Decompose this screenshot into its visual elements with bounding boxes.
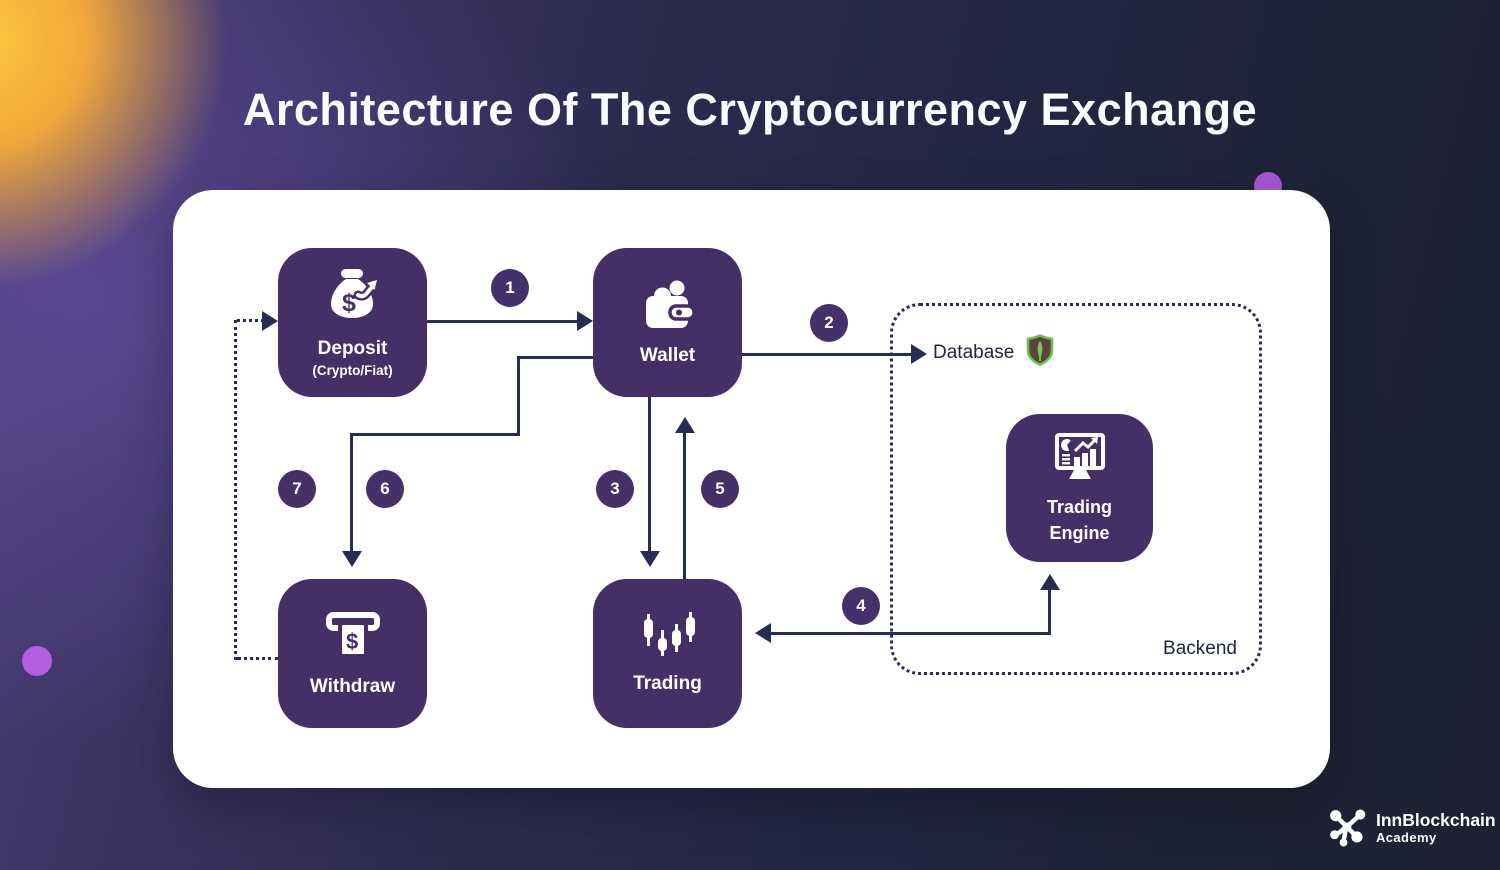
arrow-wallet-to-trading [648, 397, 651, 553]
step-circle-2: 2 [810, 304, 848, 342]
trading-engine-label: Trading Engine [1047, 494, 1112, 546]
wallet-label: Wallet [639, 345, 696, 366]
node-wallet: Wallet [593, 248, 742, 397]
withdraw-label: Withdraw [309, 676, 396, 697]
arrowhead-into-withdraw-top [342, 551, 362, 567]
trading-label: Trading [633, 673, 702, 694]
backend-label: Backend [1163, 638, 1237, 659]
arrow-wallet-to-database [742, 353, 913, 356]
arrowhead-into-trading-top [640, 551, 660, 567]
candlestick-chart-icon [643, 612, 695, 656]
database-label: Database [933, 342, 1015, 363]
arrow-engine-to-trading-seg2 [1048, 590, 1051, 635]
arrow-wallet-to-withdraw-seg4 [350, 433, 353, 553]
diagram-card: Backend 1 2 Database 3 5 6 7 [173, 190, 1330, 788]
arrowhead-into-trading-right [755, 623, 771, 643]
step-circle-5: 5 [701, 470, 739, 508]
dotted-withdraw-to-deposit-seg3 [237, 319, 264, 322]
arrow-wallet-to-withdraw-seg2 [517, 356, 520, 436]
step-circle-1: 1 [491, 269, 529, 307]
arrow-wallet-to-withdraw-seg3 [352, 433, 520, 436]
decorative-dot-left [22, 646, 52, 676]
brand-subname: Academy [1376, 830, 1437, 845]
arrow-trading-to-wallet [683, 433, 686, 579]
arrowhead-into-engine-bottom [1040, 574, 1060, 590]
backend-region: Backend [890, 303, 1262, 675]
arrow-wallet-to-withdraw-seg1 [519, 356, 595, 359]
svg-text:$: $ [346, 629, 358, 654]
node-withdraw: $ Withdraw [278, 579, 427, 728]
atm-withdraw-icon: $ [325, 612, 380, 658]
arrow-deposit-to-wallet [427, 320, 579, 323]
step-circle-7: 7 [278, 470, 316, 508]
wallet-icon [645, 280, 696, 328]
deposit-sublabel: (Crypto/Fiat) [312, 363, 393, 378]
node-trading-engine: Trading Engine [1006, 414, 1153, 562]
svg-text:$: $ [342, 289, 356, 317]
brand-logo: InnBlockchain Academy [1329, 809, 1496, 847]
step-circle-4: 4 [842, 587, 880, 625]
arrowhead-into-wallet [577, 311, 593, 331]
arrowhead-into-wallet-bottom [675, 417, 695, 433]
arrowhead-into-database [911, 344, 927, 364]
trading-engine-monitor-icon [1054, 433, 1105, 479]
step-circle-6: 6 [366, 470, 404, 508]
brand-name: InnBlockchain [1376, 810, 1496, 830]
arrowhead-into-deposit-left [262, 311, 278, 331]
page-title: Architecture Of The Cryptocurrency Excha… [242, 84, 1258, 135]
mongodb-icon [1026, 334, 1054, 366]
trading-engine-label-line2: Engine [1049, 523, 1110, 543]
trading-engine-label-line1: Trading [1046, 497, 1112, 517]
innblockchain-logo-icon [1330, 809, 1366, 847]
node-trading: Trading [593, 579, 742, 728]
brand-text: InnBlockchain Academy [1376, 810, 1496, 846]
deposit-label: Deposit [317, 338, 388, 359]
step-circle-3: 3 [596, 470, 634, 508]
dotted-withdraw-to-deposit-seg2 [234, 320, 237, 660]
money-bag-icon: $ [330, 269, 377, 318]
dotted-withdraw-to-deposit-seg1 [237, 657, 279, 660]
node-deposit: $ Deposit (Crypto/Fiat) [278, 248, 427, 397]
arrow-engine-to-trading-seg1 [771, 632, 1051, 635]
